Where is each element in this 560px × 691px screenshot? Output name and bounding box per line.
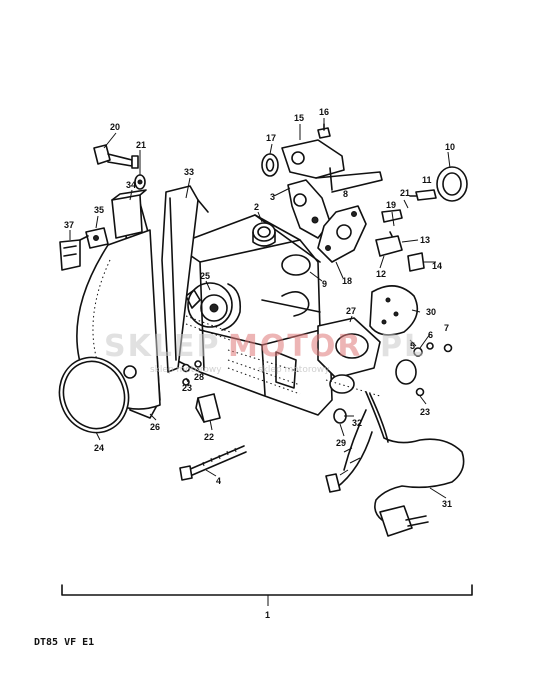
cam-disc-part-30 bbox=[369, 285, 419, 336]
callout-37: 37 bbox=[64, 220, 74, 230]
callout-23-left: 23 bbox=[182, 383, 192, 393]
model-code-caption: DT85 VF E1 bbox=[34, 637, 94, 648]
callout-4: 4 bbox=[216, 476, 221, 486]
callout-35: 35 bbox=[94, 205, 104, 215]
callout-12: 12 bbox=[376, 269, 386, 279]
long-bolt-part-4 bbox=[179, 445, 247, 481]
wiring-harness-part-31 bbox=[325, 391, 465, 537]
callout-30: 30 bbox=[426, 307, 436, 317]
switch-part-12-13 bbox=[375, 231, 403, 257]
washer-part-17 bbox=[261, 153, 279, 177]
callout-13: 13 bbox=[420, 235, 430, 245]
callout-28: 28 bbox=[194, 372, 204, 382]
callout-2: 2 bbox=[254, 202, 259, 212]
callout-16: 16 bbox=[319, 107, 329, 117]
callout-labels: 20 21 33 34 35 37 17 15 16 3 2 8 10 21 1… bbox=[64, 107, 455, 509]
callout-5: 5 bbox=[410, 341, 415, 351]
callout-18: 18 bbox=[342, 276, 352, 286]
callout-31: 31 bbox=[442, 499, 452, 509]
cam-plate-part-18 bbox=[281, 205, 367, 276]
spring-part-14 bbox=[407, 252, 425, 272]
callout-20: 20 bbox=[110, 122, 120, 132]
watermark: SKLEP MOTOR PL sklep motorowy sklep moto… bbox=[104, 329, 425, 375]
callout-17: 17 bbox=[266, 133, 276, 143]
callout-26: 26 bbox=[150, 422, 160, 432]
callout-21-right: 21 bbox=[400, 188, 410, 198]
bracket-part-22 bbox=[195, 393, 221, 423]
assembly-bracket: 1 bbox=[61, 584, 473, 620]
callout-34: 34 bbox=[126, 180, 136, 190]
assembly-label: 1 bbox=[265, 610, 270, 620]
callout-3: 3 bbox=[270, 192, 275, 202]
clip-parts-35-37 bbox=[59, 227, 109, 271]
bracket-part-15 bbox=[281, 139, 383, 193]
callout-7: 7 bbox=[444, 323, 449, 333]
small-parts-5-6-7 bbox=[413, 342, 453, 397]
callout-10: 10 bbox=[445, 142, 455, 152]
collar-parts-2-3 bbox=[252, 222, 276, 247]
callout-21: 21 bbox=[136, 140, 146, 150]
callout-33: 33 bbox=[184, 167, 194, 177]
ring-part-10 bbox=[436, 166, 468, 202]
watermark-brand-a: SKLEP bbox=[104, 329, 220, 364]
switch-assembly-part-27 bbox=[317, 317, 417, 424]
cover-disc bbox=[58, 356, 130, 434]
nut-part-21 bbox=[134, 174, 146, 190]
callout-14: 14 bbox=[432, 261, 442, 271]
watermark-tagline-2: sklep motorowy bbox=[258, 365, 330, 375]
callout-32: 32 bbox=[352, 418, 362, 428]
callout-22: 22 bbox=[204, 432, 214, 442]
callout-19: 19 bbox=[386, 200, 396, 210]
callout-29: 29 bbox=[336, 438, 346, 448]
callout-27: 27 bbox=[346, 306, 356, 316]
callout-8: 8 bbox=[343, 189, 348, 199]
screw-part-16 bbox=[317, 123, 331, 139]
callout-24: 24 bbox=[94, 443, 104, 453]
leader-lines bbox=[69, 118, 451, 499]
callout-9: 9 bbox=[322, 279, 327, 289]
callout-23-right: 23 bbox=[420, 407, 430, 417]
callout-6: 6 bbox=[428, 330, 433, 340]
callout-25: 25 bbox=[200, 271, 210, 281]
pin-part-19 bbox=[381, 209, 403, 223]
bolt-part-11 bbox=[409, 189, 437, 201]
callout-15: 15 bbox=[294, 113, 304, 123]
watermark-brand-b: MOTOR bbox=[228, 329, 362, 364]
bolt-part-20 bbox=[93, 144, 139, 169]
callout-11: 11 bbox=[422, 175, 432, 185]
control-box-housing bbox=[174, 214, 333, 416]
gear-mechanism bbox=[185, 282, 242, 341]
watermark-tagline-1: sklep motorowy bbox=[150, 365, 222, 375]
watermark-brand-c: PL bbox=[380, 329, 425, 364]
